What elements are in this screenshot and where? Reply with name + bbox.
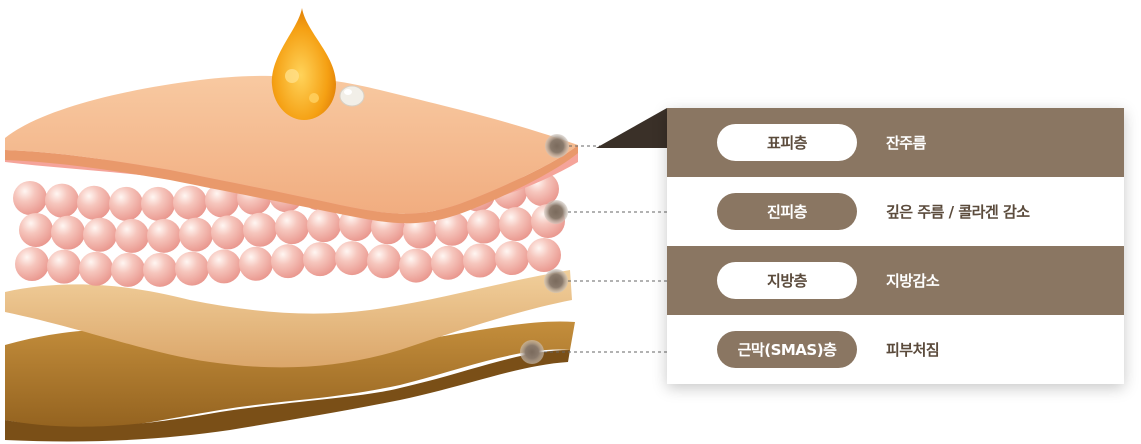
layer-effect-text: 잔주름 (886, 134, 926, 152)
fat-sphere (51, 215, 85, 250)
layer-name-pill: 근막(SMAS)층 (717, 331, 857, 368)
fat-sphere (19, 213, 53, 247)
layer-row-epidermis: 표피층 잔주름 (667, 108, 1124, 177)
fat-sphere (243, 212, 277, 247)
fat-sphere (367, 244, 401, 279)
fat-sphere (467, 209, 501, 244)
fat-sphere (495, 241, 529, 276)
fat-sphere (115, 218, 149, 253)
layer-name-pill: 진피층 (717, 193, 857, 230)
smas-layer-shadow (5, 350, 570, 442)
fat-sphere (13, 181, 47, 215)
fat-sphere (207, 249, 241, 284)
fat-base-shape (5, 270, 572, 368)
fat-sphere (141, 186, 175, 221)
fat-sphere (239, 246, 273, 281)
layer-effect-text: 깊은 주름 / 콜라겐 감소 (886, 203, 1030, 221)
layer-name-pill: 표피층 (717, 124, 857, 161)
fat-sphere (303, 242, 337, 277)
layer-effect-text: 지방감소 (886, 272, 940, 290)
fat-sphere (45, 183, 79, 218)
fat-sphere (47, 249, 81, 284)
fat-sphere (399, 248, 433, 283)
layer-row-dermis: 진피층 깊은 주름 / 콜라겐 감소 (667, 177, 1124, 246)
epidermis-layer-shape (5, 75, 578, 214)
layer-row-fat: 지방층 지방감소 (667, 246, 1124, 315)
fat-sphere (15, 247, 49, 281)
skin-layer-info-panel: 표피층 잔주름 진피층 깊은 주름 / 콜라겐 감소 지방층 지방감소 근막(S… (667, 108, 1124, 384)
layer-name-pill: 지방층 (717, 262, 857, 299)
fat-sphere (499, 207, 533, 242)
fat-sphere (175, 251, 209, 286)
oil-drop-highlight (285, 69, 299, 83)
oil-drop-bubble (309, 93, 319, 103)
fat-sphere (335, 241, 369, 276)
oil-drop (271, 8, 336, 120)
marker-fat (544, 269, 568, 293)
fat-sphere (77, 185, 111, 220)
fat-sphere (83, 217, 117, 252)
marker-epidermis (545, 134, 569, 158)
fat-sphere (435, 211, 469, 246)
fat-sphere (275, 210, 309, 245)
fat-sphere (211, 215, 245, 250)
fat-sphere (179, 217, 213, 252)
layer-row-smas: 근막(SMAS)층 피부처짐 (667, 315, 1124, 384)
marker-smas (520, 340, 544, 364)
fat-sphere (431, 245, 465, 280)
layer-effect-text: 피부처짐 (886, 341, 940, 359)
fat-sphere (109, 186, 143, 221)
callout-pointer (596, 108, 667, 148)
fat-sphere (147, 218, 181, 253)
fat-sphere (307, 208, 341, 243)
fat-sphere (143, 252, 177, 287)
water-droplet (339, 85, 365, 107)
fat-sphere (111, 252, 145, 287)
fat-sphere (463, 243, 497, 278)
marker-dermis (544, 200, 568, 224)
fat-sphere (79, 251, 113, 286)
fat-sphere (527, 238, 561, 273)
fat-sphere (271, 244, 305, 279)
fat-sphere (173, 185, 207, 220)
water-droplet-highlight (344, 89, 352, 95)
